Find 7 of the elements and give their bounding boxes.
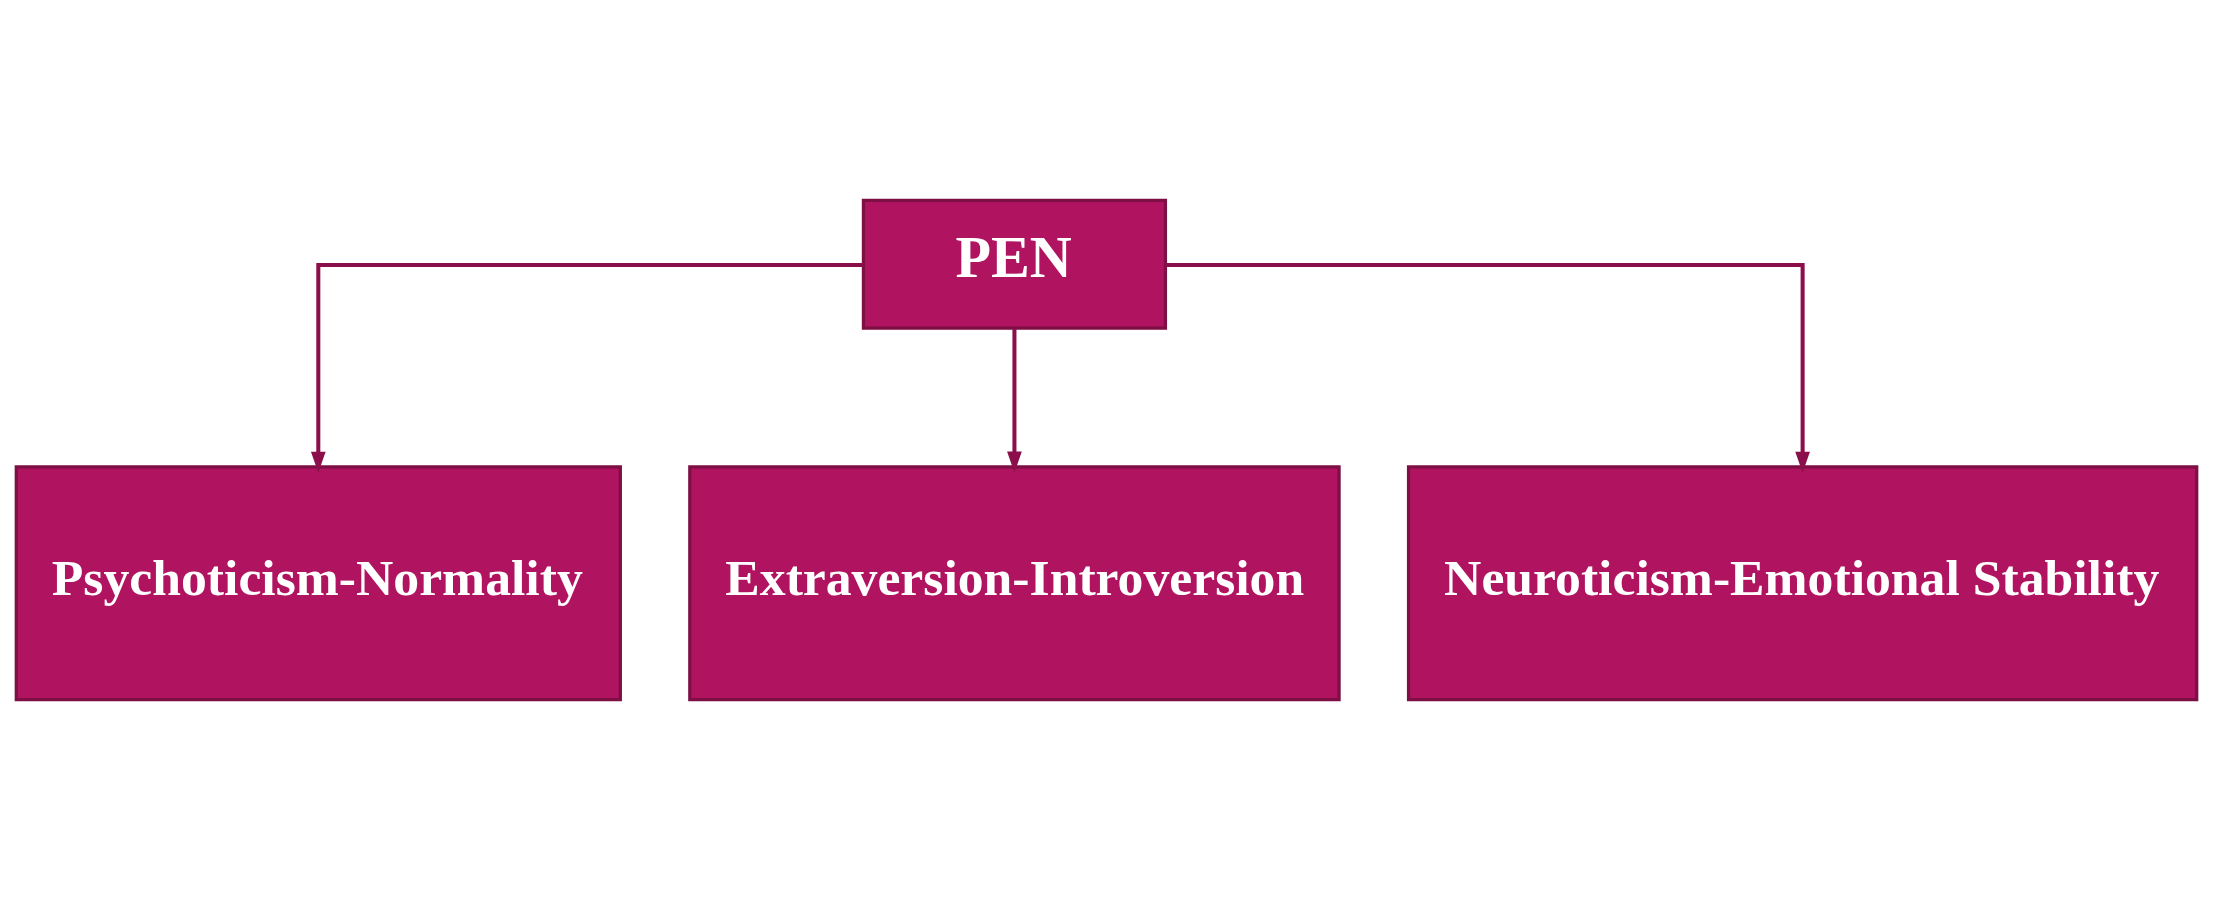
arrow: [310, 262, 864, 473]
node-box: PEN: [861, 198, 1168, 330]
arrow: [1165, 262, 1810, 473]
node-box: Neuroticism-Emotional Stability: [1406, 464, 2199, 701]
node-box: Extraversion-Introversion: [688, 464, 1341, 701]
arrow: [1007, 328, 1022, 473]
node-box: Psychoticism-Normality: [14, 464, 622, 701]
